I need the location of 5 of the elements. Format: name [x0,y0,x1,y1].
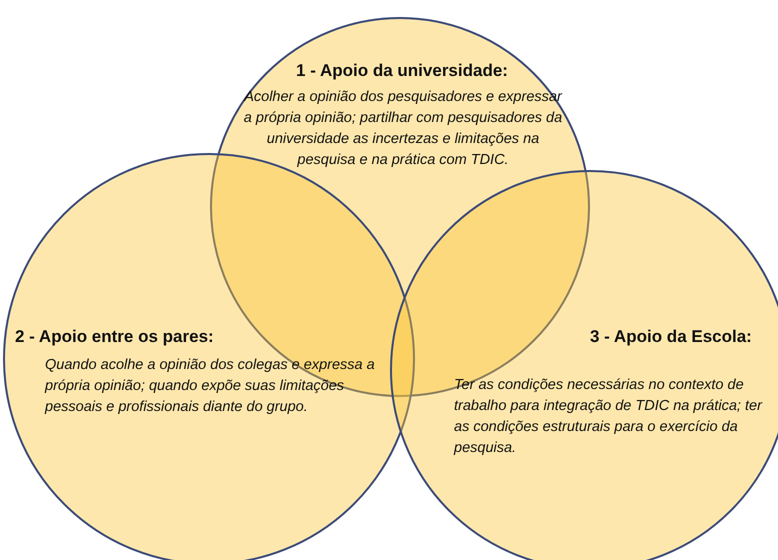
circle-heading: 3 - Apoio da Escola: [590,327,752,347]
circle-heading: 2 - Apoio entre os pares: [15,327,214,347]
circle-description: Quando acolhe a opinião dos colegas e expressa a própria opinião; quando expõe suas limitações pessoais e profissionais diante do grupo. [45,356,376,417]
circle-description: Ter as condições necessárias no contexto de trabalho para integração de TDIC na prática; ter as condições estruturais para o exercício da pesquisa. [454,376,764,458]
circle-heading: 1 - Apoio da universidade: [295,61,509,81]
